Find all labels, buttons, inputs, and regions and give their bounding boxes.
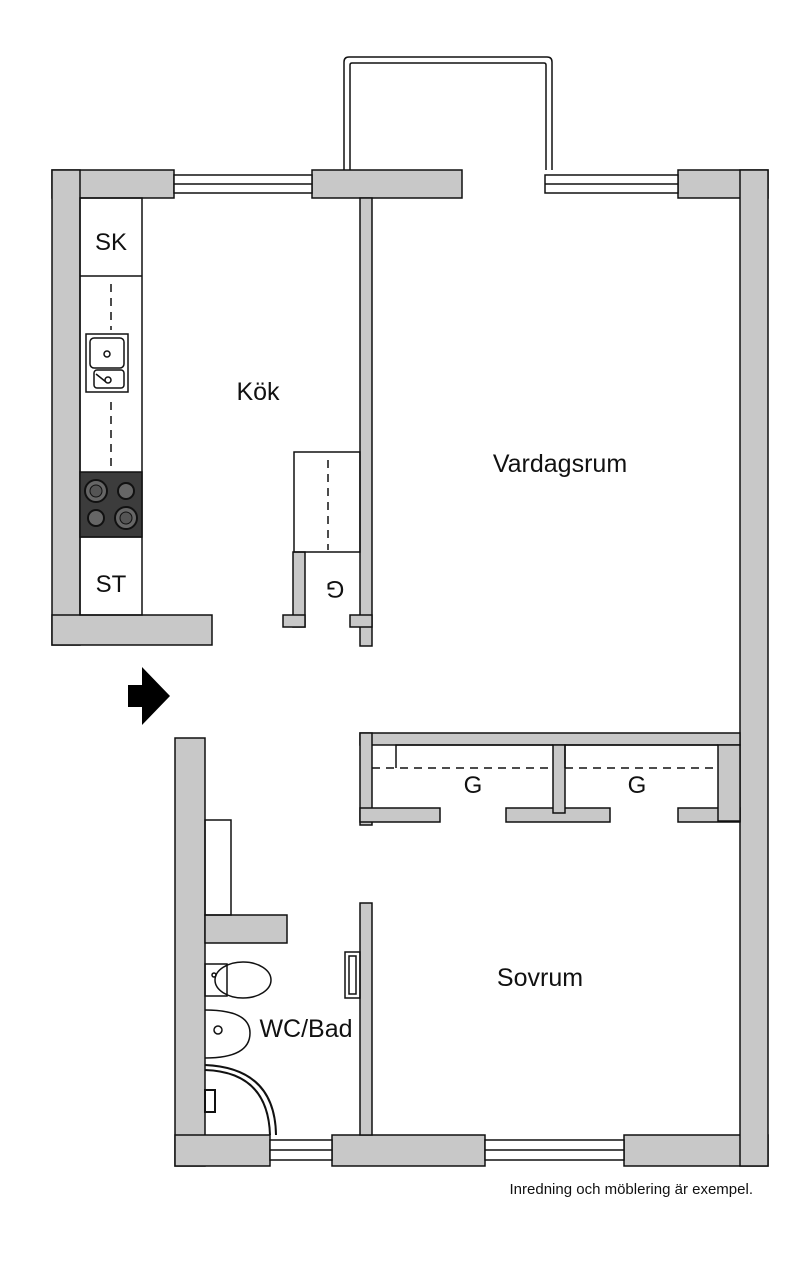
label-g-kitchen: G bbox=[326, 575, 345, 602]
kitchen-wardrobe bbox=[293, 451, 361, 553]
balcony bbox=[343, 56, 553, 170]
radiator-icon bbox=[344, 951, 361, 999]
closet-lines bbox=[372, 744, 718, 769]
stove-icon bbox=[79, 471, 143, 538]
label-g-left: G bbox=[464, 772, 483, 799]
entrance-arrow-icon bbox=[128, 667, 170, 725]
kitchen-counter bbox=[79, 197, 143, 616]
label-sk: SK bbox=[95, 229, 127, 256]
toilet-icon bbox=[204, 961, 272, 999]
sink-icon bbox=[85, 333, 129, 393]
shower-icon bbox=[204, 1064, 277, 1136]
label-st: ST bbox=[96, 571, 127, 598]
furnishing-note: Inredning och möblering är exempel. bbox=[510, 1181, 753, 1198]
walls bbox=[51, 169, 769, 1167]
room-label-sovrum: Sovrum bbox=[497, 964, 583, 992]
hallway-shelf bbox=[204, 819, 232, 916]
room-label-kok: Kök bbox=[236, 378, 280, 406]
room-label-wc-bad: WC/Bad bbox=[259, 1015, 352, 1043]
room-label-vardagsrum: Vardagsrum bbox=[493, 450, 627, 478]
washbasin-icon bbox=[204, 1009, 251, 1059]
label-g-right: G bbox=[628, 772, 647, 799]
windows bbox=[173, 174, 679, 1161]
